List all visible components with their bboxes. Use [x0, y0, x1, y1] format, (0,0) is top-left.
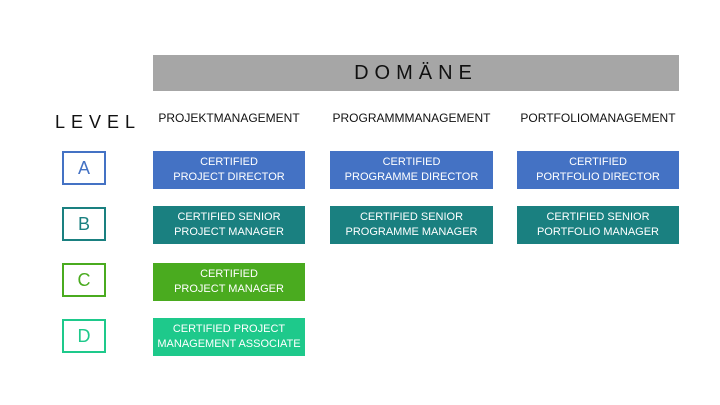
- cert-project-director: CERTIFIED PROJECT DIRECTOR: [153, 151, 305, 189]
- domain-banner: DOMÄNE: [153, 55, 679, 91]
- column-header-programme: PROGRAMMMANAGEMENT: [332, 111, 491, 125]
- cert-project-manager: CERTIFIED PROJECT MANAGER: [153, 263, 305, 301]
- cert-senior-portfolio-manager: CERTIFIED SENIOR PORTFOLIO MANAGER: [517, 206, 679, 244]
- column-header-portfolio: PORTFOLIOMANAGEMENT: [520, 111, 676, 125]
- level-b-box: B: [62, 207, 106, 241]
- cert-senior-programme-manager: CERTIFIED SENIOR PROGRAMME MANAGER: [330, 206, 493, 244]
- cert-senior-project-manager: CERTIFIED SENIOR PROJECT MANAGER: [153, 206, 305, 244]
- level-title: LEVEL: [55, 112, 142, 132]
- level-a-box: A: [62, 151, 106, 185]
- cert-programme-director: CERTIFIED PROGRAMME DIRECTOR: [330, 151, 493, 189]
- level-c-box: C: [62, 263, 106, 297]
- cert-project-management-associate: CERTIFIED PROJECT MANAGEMENT ASSOCIATE: [153, 318, 305, 356]
- cert-portfolio-director: CERTIFIED PORTFOLIO DIRECTOR: [517, 151, 679, 189]
- level-d-box: D: [62, 319, 106, 353]
- column-header-project: PROJEKTMANAGEMENT: [158, 111, 300, 125]
